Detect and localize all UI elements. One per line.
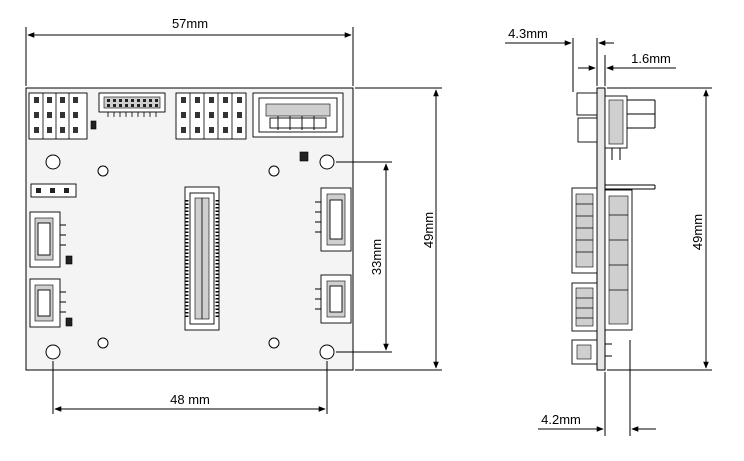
side-view: 4.3mm 1.6mm 49mm 4.2mm	[505, 26, 712, 436]
smd-component	[90, 120, 97, 130]
pin-header-small-left	[30, 183, 77, 198]
front-view: 57mm 49mm 33mm 48 mm	[25, 16, 442, 414]
pcb-edge	[596, 87, 606, 371]
dimension-side-height: 49mm	[607, 87, 712, 371]
dimension-top-offset: 4.3mm	[505, 26, 614, 92]
via-hole	[268, 337, 280, 349]
side-connector-upper	[571, 187, 598, 274]
board-to-board-connector	[184, 186, 220, 331]
mounting-hole-bottom-left	[45, 344, 61, 360]
dimension-bottom-offset: 4.2mm	[538, 340, 656, 436]
side-b2b-connector	[604, 189, 633, 331]
dimension-hole-horizontal: 48 mm	[52, 361, 328, 414]
pin-header-top-left	[28, 92, 88, 140]
jst-connector-right-upper	[315, 187, 352, 252]
dimension-height: 49mm	[355, 87, 442, 371]
top-offset-label: 4.3mm	[508, 26, 548, 41]
side-connector-lower	[571, 282, 598, 332]
dimension-width: 57mm	[25, 16, 354, 86]
side-height-label: 49mm	[690, 214, 705, 250]
width-label: 57mm	[172, 16, 208, 31]
connector-top-right	[252, 92, 344, 138]
side-header-top	[576, 92, 656, 160]
smd-component	[299, 151, 309, 162]
mounting-hole-bottom-right	[319, 344, 335, 360]
via-hole	[97, 165, 109, 177]
bottom-offset-label: 4.2mm	[541, 412, 581, 427]
via-hole	[268, 165, 280, 177]
jst-connector-right-lower	[315, 274, 352, 324]
hole-vertical-label: 33mm	[369, 239, 384, 275]
dimension-thickness: 1.6mm	[578, 51, 676, 86]
pin-header-top-middle	[175, 92, 247, 140]
ribbon-connector-top	[98, 92, 166, 117]
mounting-hole-top-right	[319, 154, 335, 170]
jst-connector-left-lower	[29, 278, 73, 328]
height-label: 49mm	[421, 212, 436, 248]
thickness-label: 1.6mm	[631, 51, 671, 66]
hole-horizontal-label: 48 mm	[170, 392, 210, 407]
jst-connector-left-upper	[29, 211, 73, 268]
side-header-bottom	[571, 339, 612, 365]
mounting-hole-top-left	[45, 154, 61, 170]
via-hole	[97, 337, 109, 349]
dimension-hole-vertical: 33mm	[336, 161, 392, 353]
side-pins-middle	[605, 184, 656, 190]
